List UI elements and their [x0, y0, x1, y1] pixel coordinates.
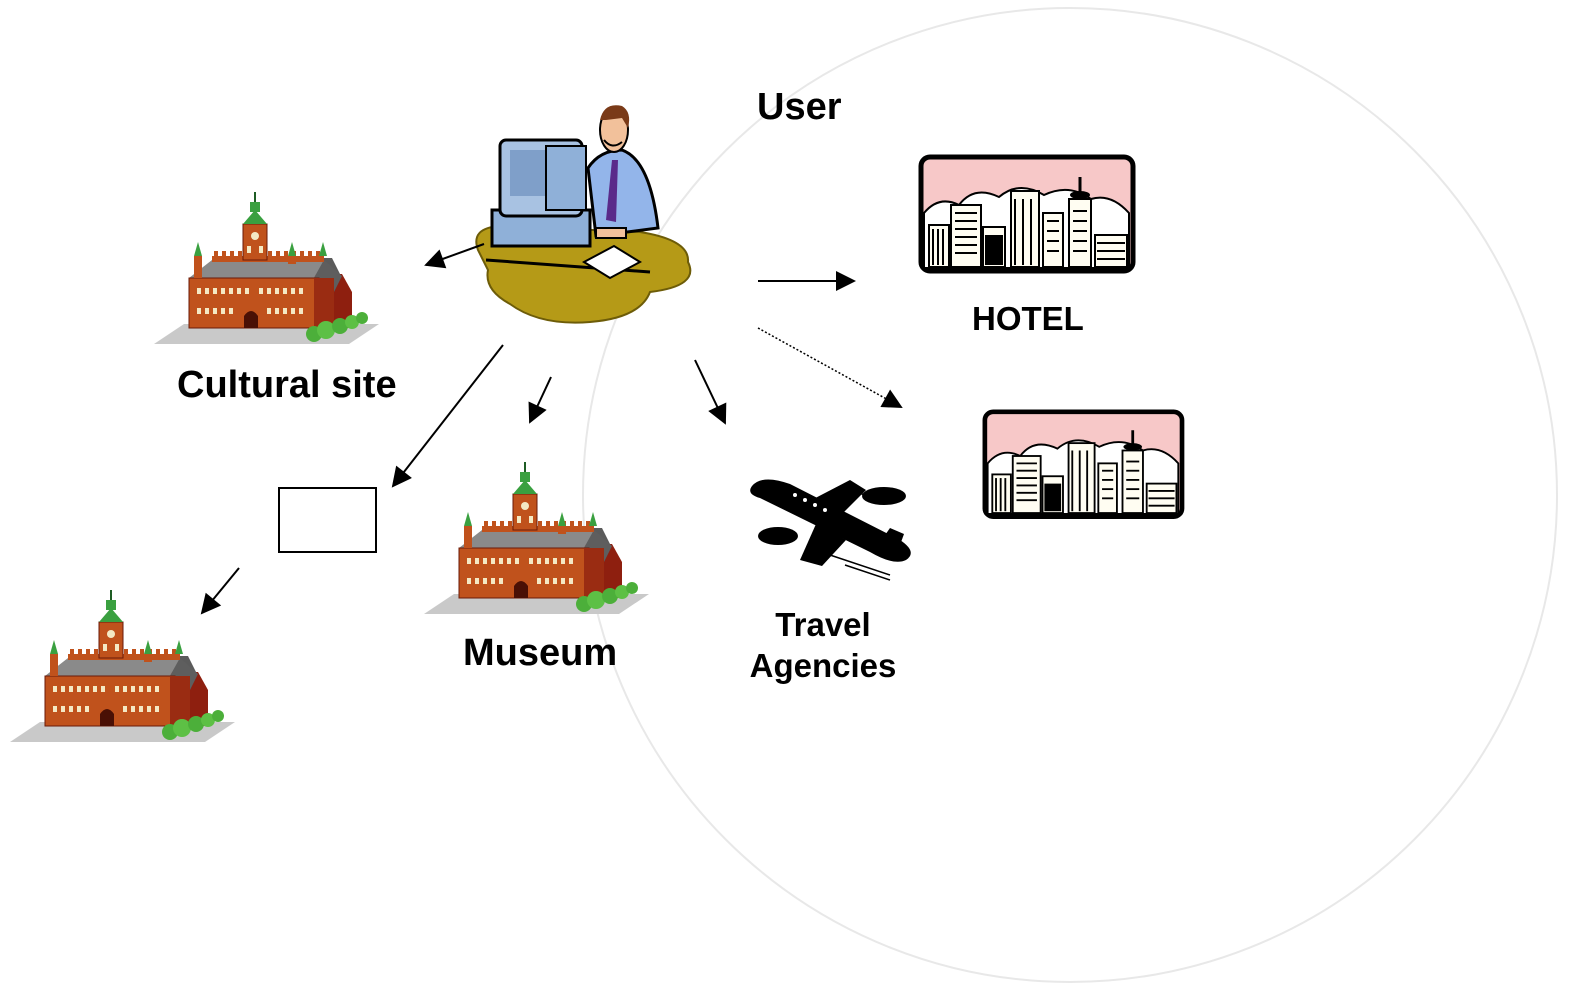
- travel-agencies-label: Travel Agencies: [749, 606, 897, 684]
- user-label: User: [757, 86, 842, 128]
- arrow-to-secondary-site: [200, 567, 240, 615]
- arrow-to-museum: [528, 376, 552, 424]
- airplane-icon: [750, 479, 911, 581]
- museum-building-icon: [423, 461, 650, 615]
- arrow-to-cultural-site: [424, 243, 485, 269]
- arrow-to-empty-box: [391, 344, 504, 488]
- secondary-site-building-icon: [9, 589, 236, 743]
- museum-label: Museum: [463, 632, 618, 674]
- connection-arrows: [200, 243, 903, 615]
- cultural-site-label: Cultural site: [177, 364, 397, 406]
- arrow-to-travel-agencies: [694, 359, 727, 425]
- empty-node-box: [278, 487, 377, 553]
- cultural-site-building-icon: [153, 191, 380, 345]
- hotel-skyline-icon: [921, 157, 1133, 271]
- hotel-label: HOTEL: [972, 300, 1084, 337]
- background-circle: [582, 7, 1558, 983]
- person-at-computer-icon: [475, 105, 692, 324]
- dotted-arrow-to-second-hotel: [757, 327, 903, 408]
- second-hotel-skyline-icon: [985, 412, 1182, 517]
